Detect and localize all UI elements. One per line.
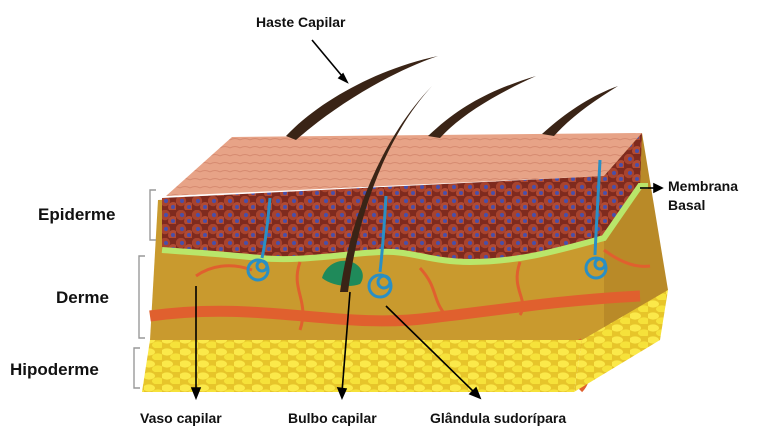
hypodermis-layer bbox=[142, 340, 582, 392]
label-hipoderme: Hipoderme bbox=[10, 360, 99, 380]
label-derme: Derme bbox=[56, 288, 109, 308]
label-membrana: Membrana bbox=[668, 178, 738, 194]
label-epiderme: Epiderme bbox=[38, 205, 115, 225]
label-basal: Basal bbox=[668, 197, 705, 213]
label-bulbo-capilar: Bulbo capilar bbox=[288, 410, 377, 426]
label-vaso-capilar: Vaso capilar bbox=[140, 410, 222, 426]
label-haste-capilar: Haste Capilar bbox=[256, 14, 345, 30]
label-glandula-sudoripara: Glândula sudorípara bbox=[430, 410, 566, 426]
